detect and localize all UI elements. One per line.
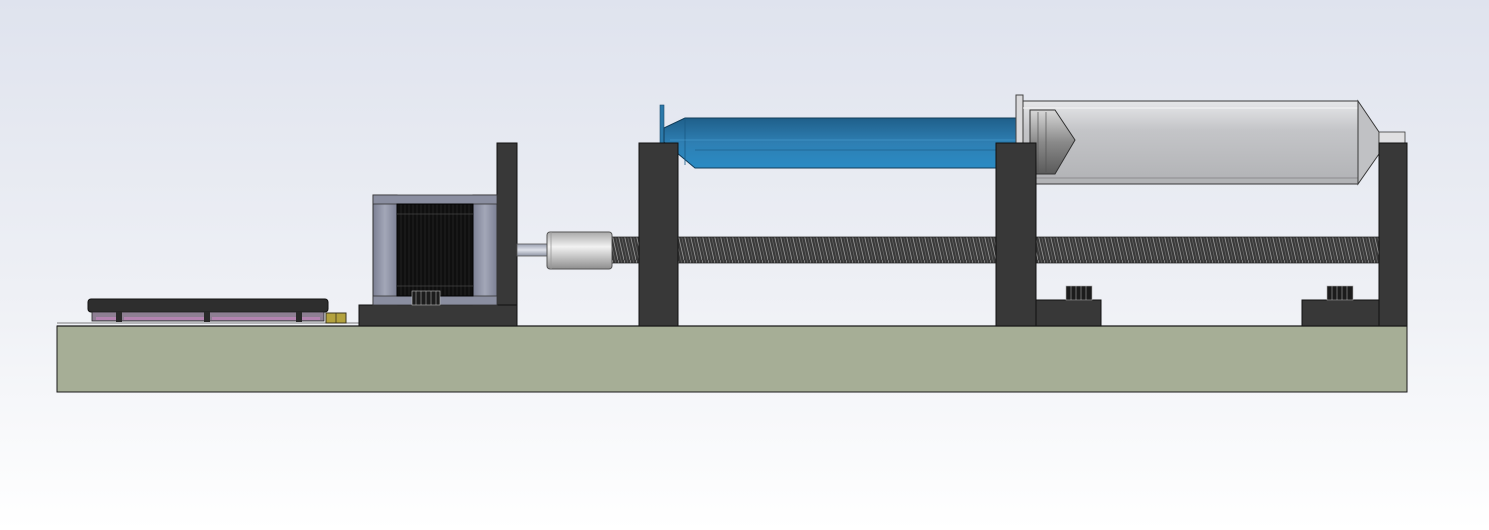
base-plate: [56, 322, 1408, 393]
motor-mount-bracket: [358, 142, 518, 327]
lead-screw: [612, 236, 1379, 264]
connector: [325, 312, 347, 324]
mounting-bolts: [1065, 285, 1354, 301]
left-support-bracket: [638, 142, 679, 327]
shaft-coupler: [546, 231, 613, 270]
motor-shaft: [516, 243, 548, 257]
stepper-motor: [372, 194, 498, 306]
plunger-pusher-bracket: [995, 142, 1102, 327]
control-board: [87, 298, 329, 322]
syringe-barrel: [1015, 94, 1406, 196]
